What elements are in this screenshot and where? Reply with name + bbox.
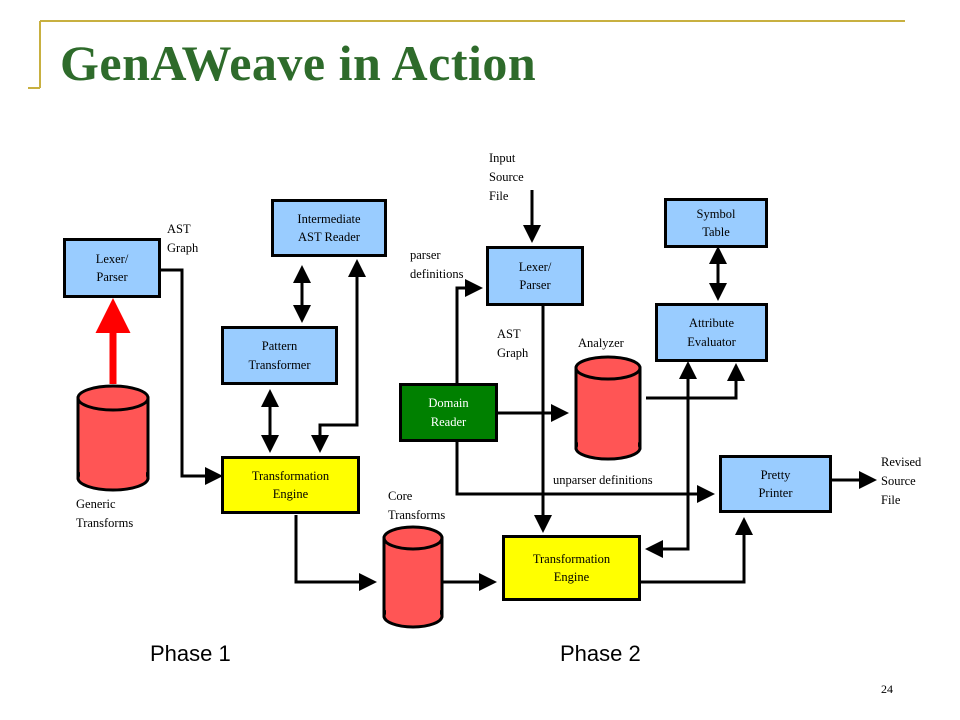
revised-source-file-label: Revised Source File [881,455,922,507]
pretty-printer-label: Pretty Printer [758,467,793,500]
domain-reader-box: Domain Reader [399,383,498,442]
generic-transforms-db [76,384,150,492]
phase-1-label: Phase 1 [150,641,231,666]
generic-transforms-label: Generic Transforms [76,497,134,530]
unparser-definitions-label: unparser definitions [553,473,653,487]
domain-reader-label: Domain Reader [428,396,469,429]
pattern-transformer-box: Pattern Transformer [221,326,338,385]
evaluator-engine2-arrow [645,361,697,558]
symbol-table-box: Symbol Table [664,198,768,248]
engine2-to-printer-arrow [640,517,753,584]
parser-definitions-label: parser definitions [410,248,464,281]
analyzer-to-evaluator-arrow [646,363,745,400]
ast-graph-label-phase1: AST Graph [167,222,199,255]
ast-graph-label-phase2: AST Graph [497,327,529,360]
transformation-engine-box-phase1: Transformation Engine [221,456,360,514]
analyzer-label: Analyzer [578,336,624,350]
engine-to-core-arrow [294,515,377,591]
input-source-file-label: Input Source File [489,151,524,203]
unparser-definitions-arrow [455,440,715,503]
ast-graph-arrow-1 [160,268,223,485]
reader-engine-arrow [311,259,366,453]
lexer-parser-box-phase1: Lexer/ Parser [63,238,161,298]
lexer-parser-box-phase2: Lexer/ Parser [486,246,584,306]
attribute-evaluator-label: Attribute Evaluator [687,316,736,349]
core-transforms-db [382,525,444,629]
pattern-transformer-label: Pattern Transformer [248,339,311,372]
transformation-engine-label-phase1: Transformation Engine [251,468,330,501]
analyzer-db [574,355,642,461]
transformation-engine-box-phase2: Transformation Engine [502,535,641,601]
lexer-parser-label-phase1: Lexer/ Parser [95,251,129,284]
core-transforms-label: Core Transforms [388,489,446,522]
parser-definitions-arrow [455,279,483,412]
attribute-evaluator-box: Attribute Evaluator [655,303,768,362]
phase-2-label: Phase 2 [560,641,641,666]
symbol-table-label: Symbol Table [696,206,736,239]
slide-title: GenAWeave in Action [60,35,537,91]
intermediate-ast-reader-label: Intermediate AST Reader [297,211,361,244]
intermediate-ast-reader-box: Intermediate AST Reader [271,199,387,257]
pretty-printer-box: Pretty Printer [719,455,832,513]
lexer-parser-label-phase2: Lexer/ Parser [518,259,552,292]
transformation-engine-label-phase2: Transformation Engine [532,551,611,584]
page-number: 24 [881,682,893,696]
